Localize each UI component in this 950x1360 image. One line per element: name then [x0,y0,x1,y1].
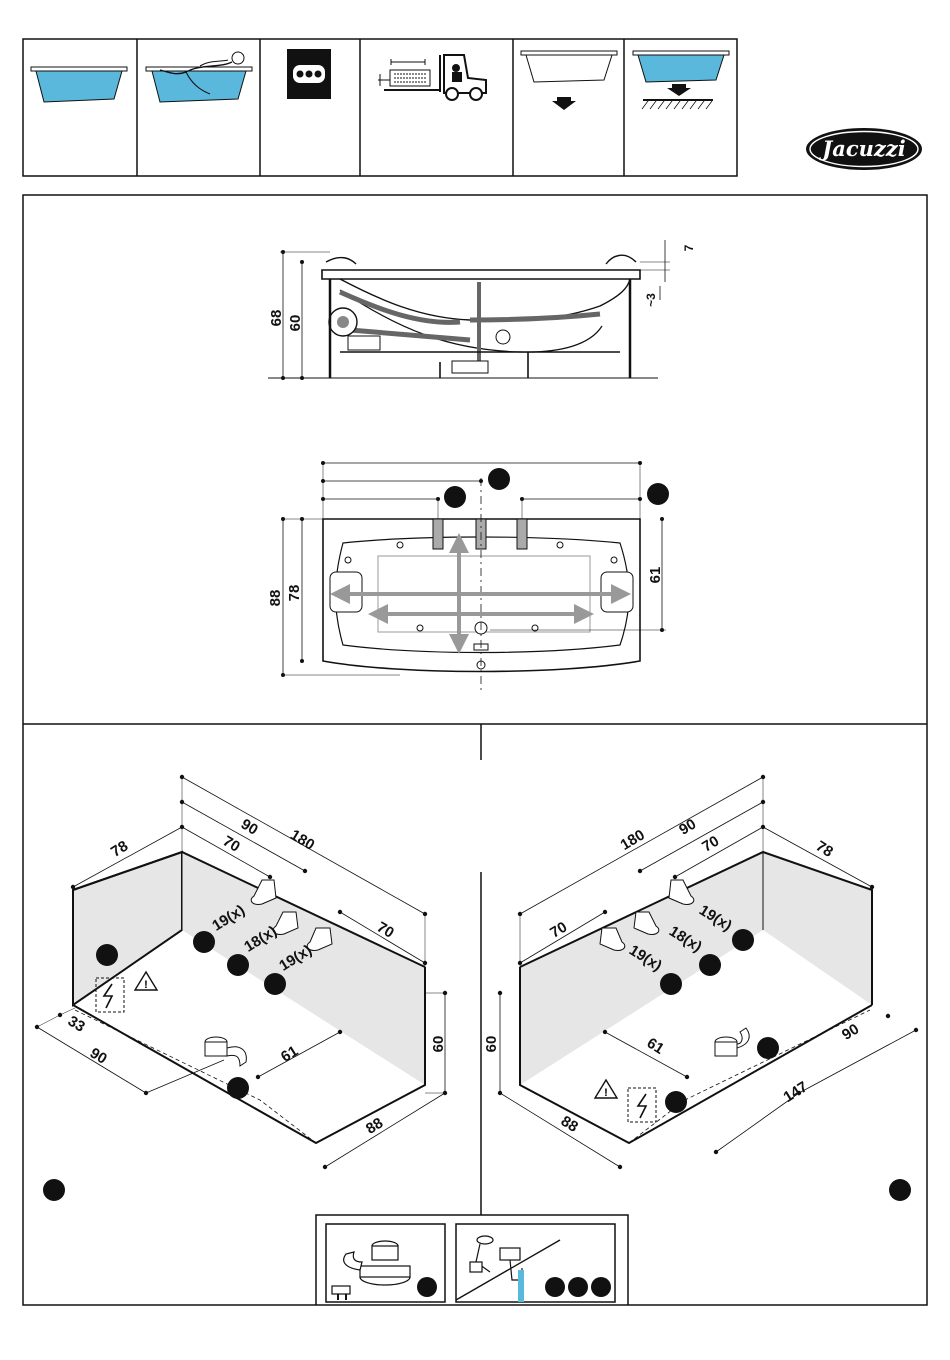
tub-lowering-icon [521,51,617,110]
dim-left-front88: 88 [363,1115,386,1138]
drain-siphon-icon [715,1028,749,1056]
person-bathing-icon [146,52,252,102]
drain-siphon-icon [205,1037,246,1066]
accessory-panel [316,1215,628,1305]
dim-right-drain61: 61 [644,1035,667,1058]
dim-right-mid: 90 [676,816,699,839]
dim-right-side147: 147 [780,1078,810,1106]
dim-approx: ~3 [644,293,658,307]
dim-left-floor90: 90 [87,1045,110,1068]
dim-right-length: 180 [618,826,648,853]
dim-depth: 61 [647,567,664,584]
electrical-box-icon [628,1088,656,1122]
dim-tub-height: 60 [287,315,304,332]
dim-length-inner: 78 [286,585,303,602]
tub-filled-icon [31,67,127,102]
svg-text:!: ! [144,979,148,991]
tub-on-floor-icon [633,51,729,109]
warning-icon: ! [135,972,157,991]
dim-right-left70: 70 [547,919,570,942]
dim-left-floor33: 33 [65,1013,88,1036]
dim-left-length: 180 [287,826,317,853]
dim-total-height: 68 [268,310,285,327]
brand-logo: Jacuzzi [806,128,922,170]
plan-view: 88 78 61 [267,461,669,690]
dim-right-height: 60 [483,1036,500,1053]
dim-length-outer: 88 [267,590,284,607]
left-install-diagram: ! 180 90 70 70 78 19(x) 18(x) 19(x) 60 6… [35,775,447,1201]
icon-strip [23,39,737,176]
right-install-diagram: ! 180 90 70 70 78 19(x) 18(x) 19(x) 60 6… [483,775,918,1201]
dim-right-side90: 90 [839,1021,862,1044]
dim-left-drain61: 61 [278,1043,301,1066]
dim-left-height: 60 [430,1036,447,1053]
dim-right-width: 78 [813,838,836,861]
dim-rim: 7 [682,244,696,251]
warning-icon: ! [595,1080,617,1099]
dim-left-right70: 70 [374,919,397,942]
jet-panel-icon [287,49,331,99]
forklift-transport-icon [378,55,486,100]
dim-left-inner: 70 [220,833,243,856]
svg-text:!: ! [604,1087,608,1099]
brand-name: Jacuzzi [818,136,905,161]
side-view: 68 60 7 ~3 [268,240,696,380]
